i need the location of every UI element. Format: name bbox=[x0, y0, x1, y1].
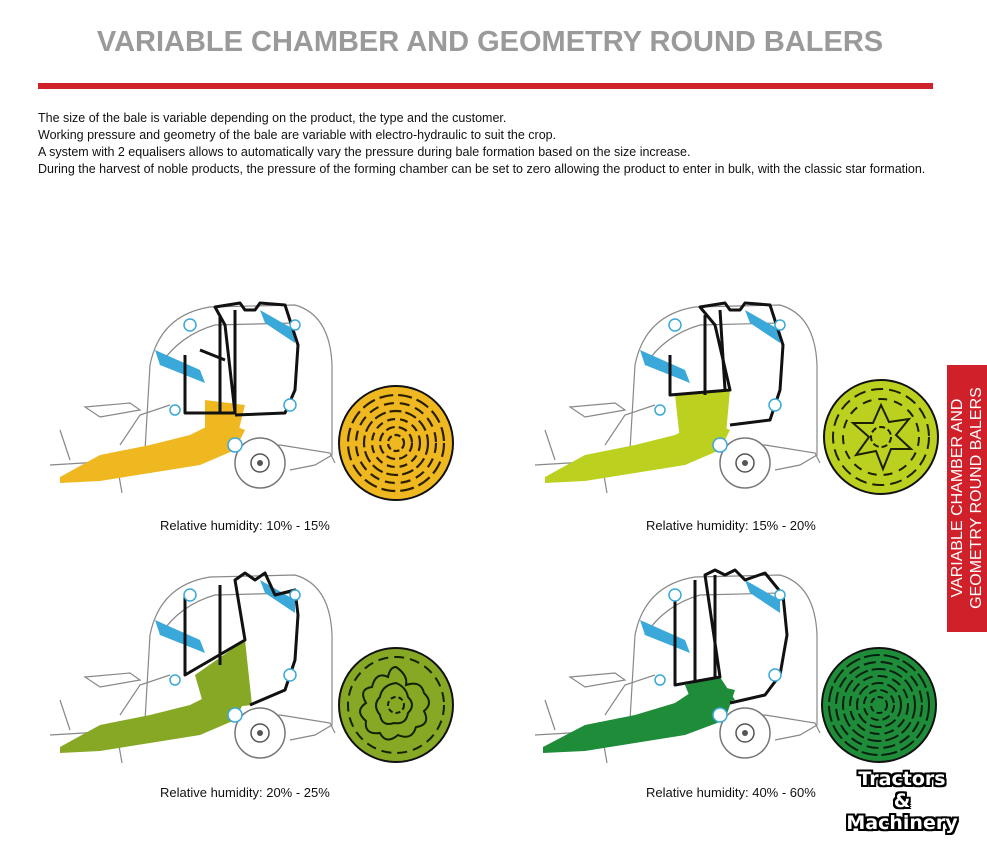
humidity-caption: Relative humidity: 15% - 20% bbox=[646, 518, 816, 533]
baler-illustration bbox=[534, 301, 821, 494]
intro-line: During the harvest of noble products, th… bbox=[38, 162, 926, 176]
watermark-line1: Tractors bbox=[858, 768, 946, 790]
page-title: VARIABLE CHAMBER AND GEOMETRY ROUND BALE… bbox=[96, 26, 884, 58]
bale-cross-section bbox=[338, 385, 454, 501]
baler-illustration bbox=[534, 568, 821, 764]
humidity-caption: Relative humidity: 40% - 60% bbox=[646, 785, 816, 800]
intro-line: Working pressure and geometry of the bal… bbox=[38, 128, 557, 142]
baler-panel-3: Relative humidity: 20% - 25% bbox=[40, 565, 480, 805]
bale-cross-section bbox=[821, 647, 937, 763]
baler-panel-2: Relative humidity: 15% - 20% bbox=[525, 295, 965, 535]
watermark-line3: Machinery bbox=[846, 812, 958, 834]
baler-illustration bbox=[49, 301, 336, 494]
side-tab: VARIABLE CHAMBER AND GEOMETRY ROUND BALE… bbox=[947, 365, 987, 632]
humidity-caption: Relative humidity: 20% - 25% bbox=[160, 785, 330, 800]
humidity-caption: Relative humidity: 10% - 15% bbox=[160, 518, 330, 533]
intro-text: The size of the bale is variable dependi… bbox=[38, 110, 938, 178]
baler-panel-1: Relative humidity: 10% - 15% bbox=[40, 295, 480, 535]
watermark-line2: & bbox=[893, 790, 911, 812]
side-tab-line2: GEOMETRY ROUND BALERS bbox=[968, 387, 985, 609]
title-divider bbox=[38, 83, 933, 89]
intro-line: A system with 2 equalisers allows to aut… bbox=[38, 145, 691, 159]
baler-panel-4: Relative humidity: 40% - 60% bbox=[525, 565, 965, 805]
baler-illustration bbox=[49, 571, 336, 764]
watermark-logo: Tractors & Machinery bbox=[822, 768, 982, 834]
intro-line: The size of the bale is variable dependi… bbox=[38, 111, 507, 125]
bale-cross-section bbox=[823, 379, 939, 495]
bale-cross-section bbox=[338, 647, 454, 763]
